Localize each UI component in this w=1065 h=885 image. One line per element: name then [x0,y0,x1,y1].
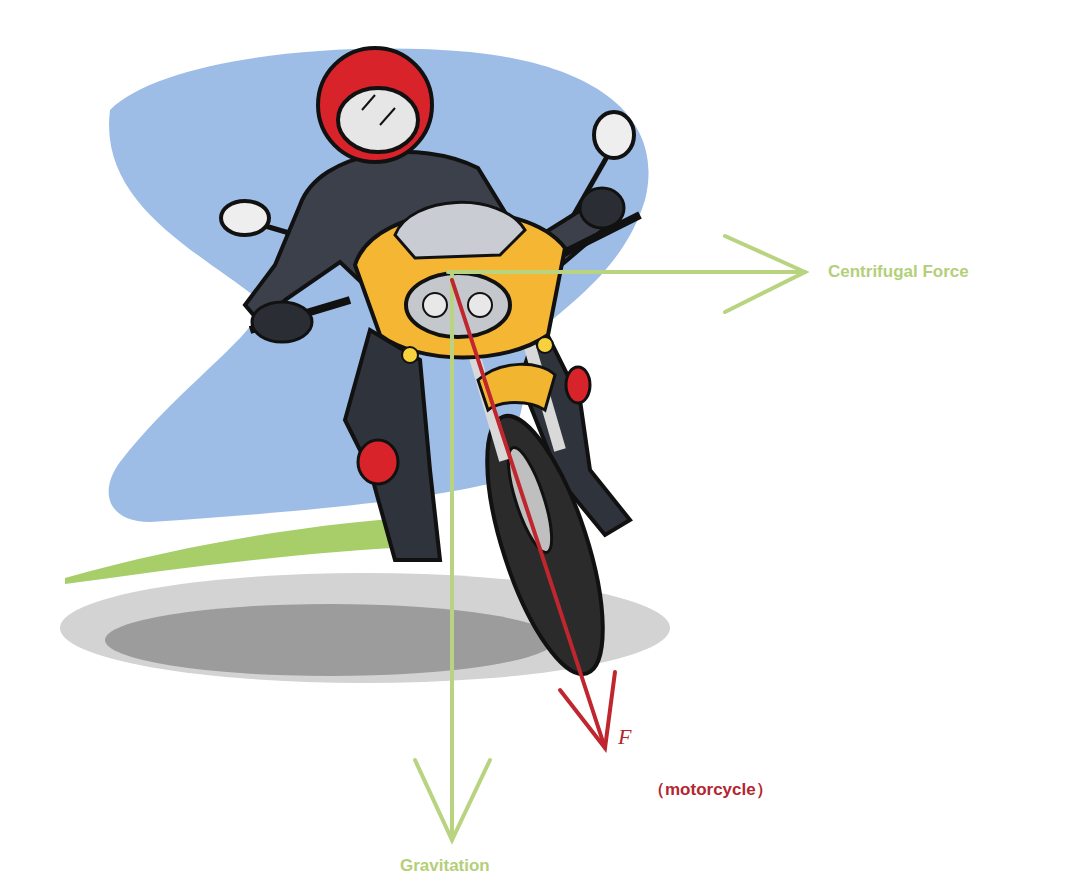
front-tyre [463,404,626,687]
windshield [395,202,525,258]
wheel-hub [500,443,561,556]
gravity-vector [450,272,454,840]
force-vectors [415,236,805,840]
centrifugal-vector [448,270,805,274]
indicator [402,347,418,363]
helmet-visor [338,88,418,152]
glove [580,188,624,228]
arrowhead [725,236,805,312]
shadow-inner [105,604,555,676]
indicator [537,337,553,353]
force-label: （motorcycle） [648,778,773,801]
force-label: Gravitation [400,856,490,876]
mirror [594,112,634,158]
force-label: Centrifugal Force [828,262,969,282]
headlight-lamp [423,293,447,317]
visor-glint [362,95,375,110]
arrowhead [415,760,490,840]
mirror [221,201,269,235]
rider-leg [345,330,440,560]
helmet [318,48,432,162]
headlight [406,273,510,337]
glove [252,302,312,342]
knee-pad [566,367,590,403]
rider-body [245,152,620,325]
fender [478,364,555,410]
resultant-line [452,280,605,748]
visor-glint [380,108,395,125]
force-symbol: F [618,724,631,750]
resultant-vector [452,280,615,748]
knee-pad [358,440,398,484]
headlight-lamp [468,293,492,317]
arrowhead [560,672,615,748]
